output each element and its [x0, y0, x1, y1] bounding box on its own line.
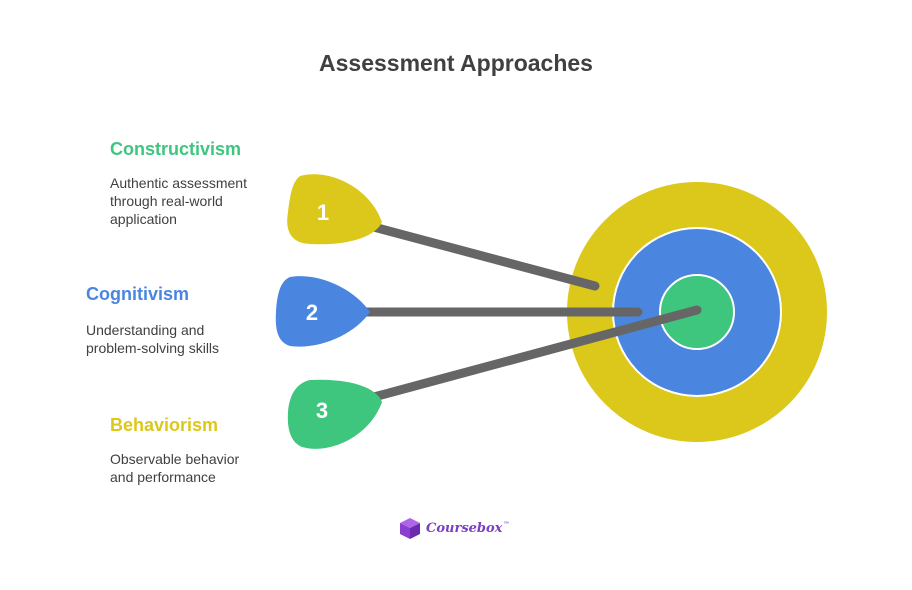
- arrow-fletching-1: [287, 174, 382, 245]
- arrow-shaft-3: [369, 305, 702, 402]
- coursebox-logo: Coursebox™: [398, 515, 509, 541]
- logo-text: Coursebox™: [426, 520, 510, 536]
- cognitivism-description: Understanding and problem-solving skills: [86, 322, 220, 356]
- behaviorism-heading: Behaviorism: [110, 415, 219, 435]
- logo-trademark: ™: [503, 521, 510, 529]
- arrow-number-3: 3: [316, 398, 328, 423]
- constructivism-heading: Constructivism: [110, 139, 242, 159]
- constructivism-description: Authentic assessment through real-world …: [110, 175, 247, 227]
- cube-icon: [400, 518, 420, 539]
- arrow-fletching-3: [287, 379, 382, 449]
- arrow-fletching-2: [275, 276, 370, 347]
- arrow-shaft-1: [365, 221, 600, 291]
- cognitivism-heading: Cognitivism: [86, 284, 190, 304]
- behaviorism-description: Observable behavior and performance: [110, 451, 240, 485]
- arrow-number-1: 1: [317, 200, 329, 225]
- arrow-number-2: 2: [306, 300, 318, 325]
- diagram-title: Assessment Approaches: [319, 50, 593, 76]
